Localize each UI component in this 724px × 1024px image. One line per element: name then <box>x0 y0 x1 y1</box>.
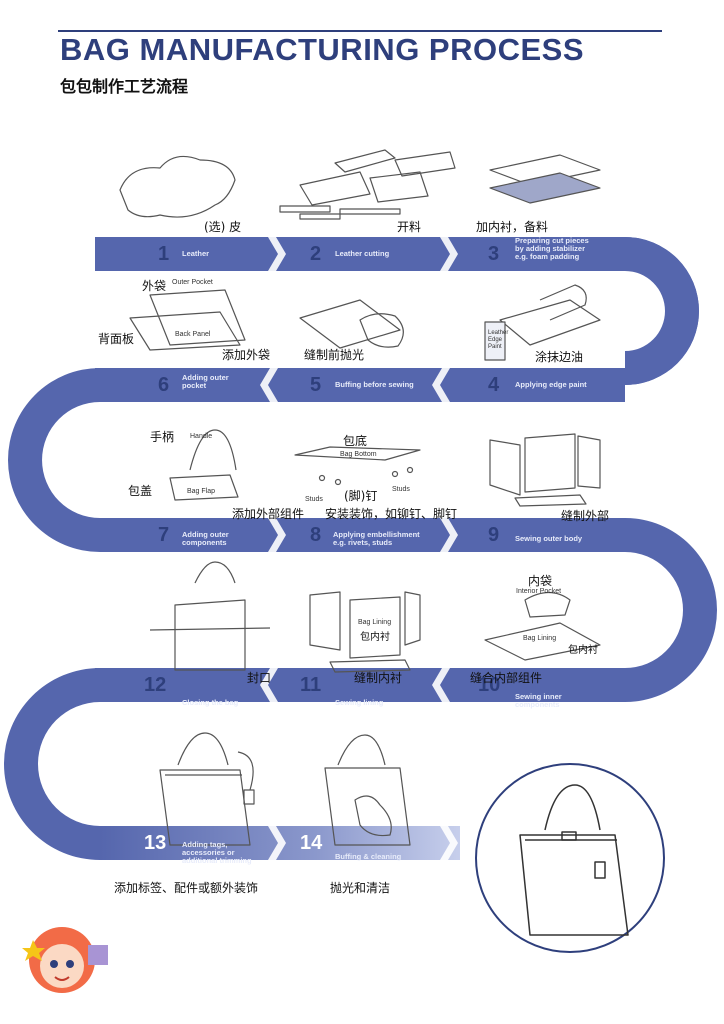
title-rule <box>58 30 662 32</box>
step-label-zh-14: 抛光和清洁 <box>330 881 391 895</box>
curve-left-4 <box>4 668 100 860</box>
handle-flap-icon <box>169 429 239 501</box>
mascot-icon <box>22 927 108 993</box>
band-row-2 <box>95 368 625 402</box>
band-row-3 <box>100 518 625 552</box>
stabilizer-icon <box>489 154 601 204</box>
step-label-en-9: Sewing outer body <box>515 534 583 543</box>
step-number-4: 4 <box>488 374 500 396</box>
tagged-bag-icon <box>159 732 255 846</box>
outer-body-icon <box>489 433 601 507</box>
flap-en: Bag Flap <box>187 488 216 495</box>
inner-pocket-zh: 内袋 <box>528 574 553 588</box>
handle-en: Handle <box>190 433 213 440</box>
step-number-1: 1 <box>158 243 170 265</box>
step-label-zh-6: 添加外袋 <box>222 348 271 362</box>
step-label-zh-2: 开料 <box>397 220 422 234</box>
curve-right-3 <box>625 518 717 702</box>
step-label-en-7: Adding outer components <box>182 530 229 547</box>
step-number-3: 3 <box>488 243 500 265</box>
step-label-en-6: Adding outer pocket <box>182 373 229 390</box>
step-number-11: 11 <box>300 674 322 696</box>
lining-en: Bag Lining <box>358 619 392 626</box>
step-number-5: 5 <box>310 374 322 396</box>
cleaning-bag-icon <box>324 734 411 846</box>
step-number-12: 12 <box>144 674 167 696</box>
studs-en-left: Studs <box>305 496 323 503</box>
step-label-zh-4: 涂抹边油 <box>535 350 584 364</box>
step-number-13: 13 <box>144 832 167 854</box>
step-label-zh-11: 缝制内衬 <box>354 671 403 685</box>
inner-pocket-icon <box>484 591 601 661</box>
studs-en-right: Studs <box>392 486 410 493</box>
step-number-9: 9 <box>488 524 500 546</box>
step-label-en-5: Buffing before sewing <box>335 380 414 389</box>
page-subtitle: 包包制作工艺流程 <box>60 77 189 96</box>
studs-zh: (脚)钉 <box>344 489 378 503</box>
step-number-10: 10 <box>478 674 501 696</box>
step-label-zh-7: 添加外部组件 <box>232 507 305 521</box>
finished-bag-icon <box>519 784 629 936</box>
leather-hide-icon <box>119 155 236 218</box>
step-label-en-13: Adding tags, accessories or additional t… <box>182 840 252 865</box>
lining-zh: 包内衬 <box>360 632 390 643</box>
outer-pocket-zh: 外袋 <box>142 279 167 293</box>
bag-bottom-icon <box>294 446 421 486</box>
step-label-zh-9: 缝制外部 <box>561 509 610 523</box>
outer-pocket-en: Outer Pocket <box>172 279 213 286</box>
step-label-en-14: Buffing & cleaning <box>335 852 402 861</box>
step-label-en-3: Preparing cut pieces by adding stabilize… <box>515 236 589 261</box>
step-label-zh-1: (选) 皮 <box>204 220 242 234</box>
step-number-6: 6 <box>158 374 170 396</box>
step-label-zh-13: 添加标签、配件或额外装饰 <box>114 881 259 895</box>
step-label-en-2: Leather cutting <box>335 249 390 258</box>
step-label-zh-8: 安装装饰，如铆钉、脚钉 <box>325 507 458 521</box>
step-label-zh-10: 缝合内部组件 <box>470 671 543 685</box>
back-panel-zh: 背面板 <box>98 332 135 346</box>
edge-paint-icon <box>484 284 601 361</box>
step-number-14: 14 <box>300 832 323 854</box>
step-number-2: 2 <box>310 243 322 265</box>
step-label-zh-12: 封口 <box>247 671 272 685</box>
band-row-1 <box>95 237 625 271</box>
final-bag-circle <box>475 763 665 953</box>
bottom-en: Bag Bottom <box>340 451 377 458</box>
step-label-en-8: Applying embellishment e.g. rivets, stud… <box>333 530 420 547</box>
step-label-en-11: Sewing lining <box>335 698 384 707</box>
step-number-8: 8 <box>310 524 322 546</box>
lining-icon <box>309 591 421 673</box>
bottom-zh: 包底 <box>343 434 368 448</box>
step-label-zh-3: 加内衬，备料 <box>476 220 549 234</box>
outer-pocket-icon <box>129 289 246 351</box>
back-panel-en: Back Panel <box>175 331 211 338</box>
step-label-zh-5: 缝制前抛光 <box>304 348 365 362</box>
flap-zh: 包盖 <box>128 484 153 498</box>
step-label-en-12: Closing the bag <box>182 698 239 707</box>
inner-lining-en: Bag Lining <box>523 635 557 642</box>
curve-left-2 <box>8 368 100 552</box>
step-label-en-10: Sewing inner components <box>515 692 562 709</box>
inner-lining-zh: 包内衬 <box>568 645 598 656</box>
band-row-4 <box>95 668 625 702</box>
closing-bag-icon <box>149 561 271 671</box>
step-label-en-1: Leather <box>182 249 210 258</box>
buffing-panel-icon <box>299 299 404 349</box>
edge-paint-en: Leather Edge Paint <box>488 330 509 350</box>
step-label-en-4: Applying edge paint <box>515 380 587 389</box>
handle-zh: 手柄 <box>150 430 175 444</box>
inner-pocket-en: Interior Pocket <box>516 588 562 595</box>
page-title: BAG MANUFACTURING PROCESS <box>60 32 585 67</box>
cut-pieces-icon <box>279 149 456 220</box>
step-number-7: 7 <box>158 524 170 546</box>
